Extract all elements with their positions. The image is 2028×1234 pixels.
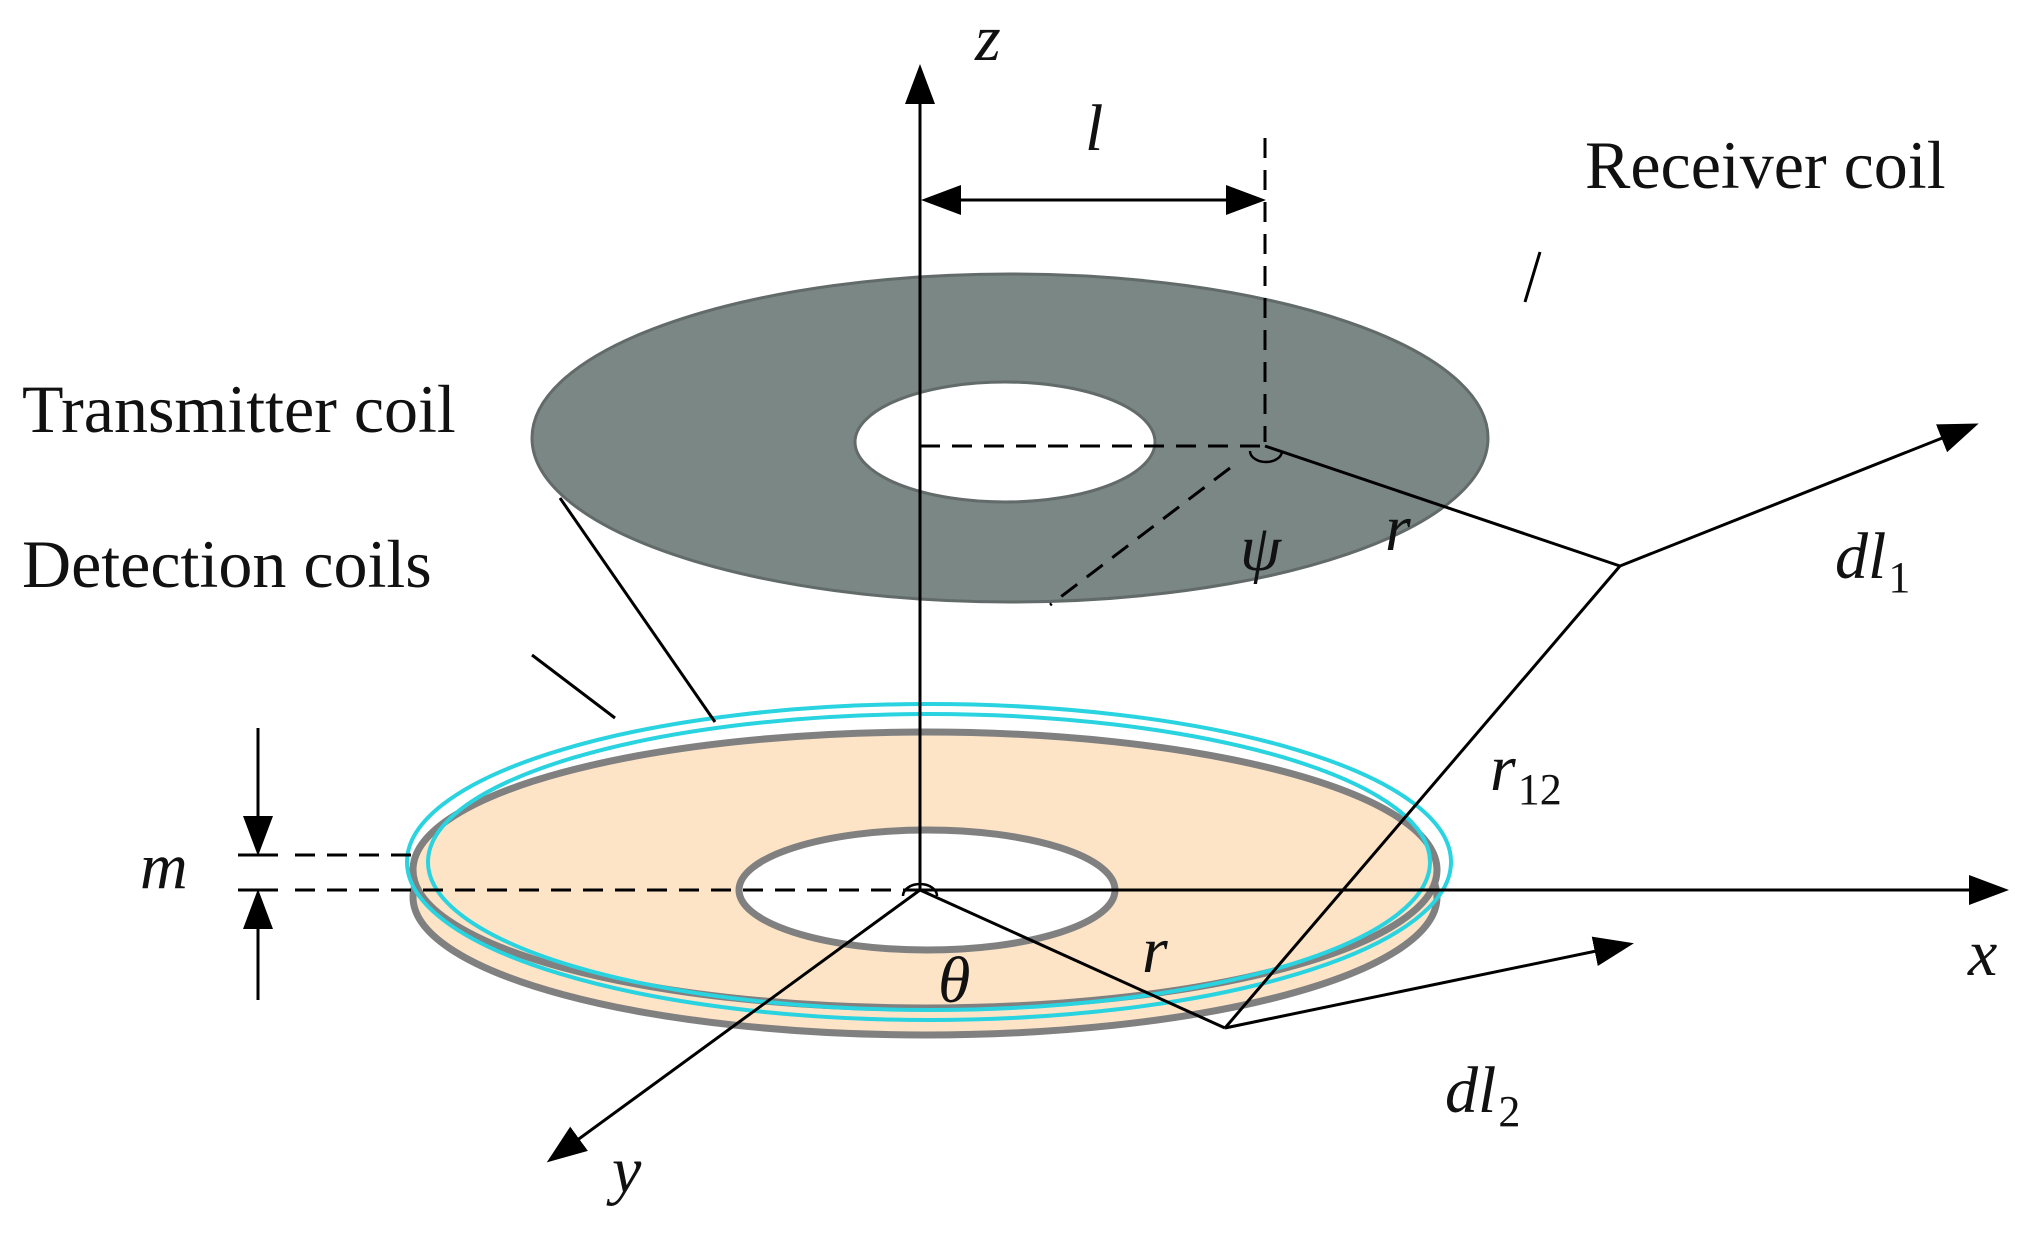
dl1-vector bbox=[1619, 423, 1979, 568]
y-axis bbox=[546, 888, 921, 1163]
receiver-coil bbox=[530, 272, 1490, 604]
detection-coils bbox=[405, 702, 1453, 1022]
transmitter-coil-label: Transmitter coil bbox=[22, 371, 456, 447]
dl1-symbol: dl1 bbox=[1835, 520, 1910, 602]
y-axis-label: y bbox=[606, 1134, 642, 1207]
z-axis-label: z bbox=[974, 2, 1001, 75]
x-axis-label: x bbox=[1967, 917, 1997, 990]
r12-line bbox=[1223, 565, 1622, 1029]
r12-symbol: r12 bbox=[1490, 732, 1562, 814]
r-bottom-symbol: r bbox=[1142, 914, 1168, 987]
theta-symbol: θ bbox=[938, 944, 970, 1017]
transmitter-radius-line bbox=[919, 888, 1226, 1030]
l-symbol: l bbox=[1085, 92, 1103, 165]
theta-angle-marker bbox=[901, 882, 939, 897]
receiver-coil-hole bbox=[853, 380, 1157, 504]
receiver-radius-line bbox=[1264, 444, 1621, 568]
receiver-center-diagonal-dash bbox=[1049, 466, 1231, 607]
detection-coils-label: Detection coils bbox=[22, 526, 432, 602]
transmitter-leader-line bbox=[558, 497, 717, 723]
r12-subscript: 12 bbox=[1518, 765, 1562, 814]
detection-leader-line bbox=[531, 653, 616, 720]
dl1-base: dl bbox=[1835, 520, 1886, 593]
psi-angle-marker bbox=[1248, 450, 1284, 464]
receiver-coil-label: Receiver coil bbox=[1585, 127, 1946, 203]
m-symbol: m bbox=[140, 830, 188, 903]
dl2-vector bbox=[1224, 936, 1634, 1030]
dl1-subscript: 1 bbox=[1888, 553, 1910, 602]
receiver-leader-line bbox=[1523, 251, 1542, 303]
psi-symbol: ψ bbox=[1240, 512, 1282, 585]
dl2-symbol: dl2 bbox=[1445, 1054, 1520, 1136]
detection-coil-outer bbox=[405, 702, 1453, 1022]
dl2-subscript: 2 bbox=[1498, 1087, 1520, 1136]
detection-coil-inner bbox=[426, 712, 1432, 1012]
r12-base: r bbox=[1490, 732, 1516, 805]
dl2-base: dl bbox=[1445, 1054, 1496, 1127]
r-top-symbol: r bbox=[1385, 492, 1411, 565]
